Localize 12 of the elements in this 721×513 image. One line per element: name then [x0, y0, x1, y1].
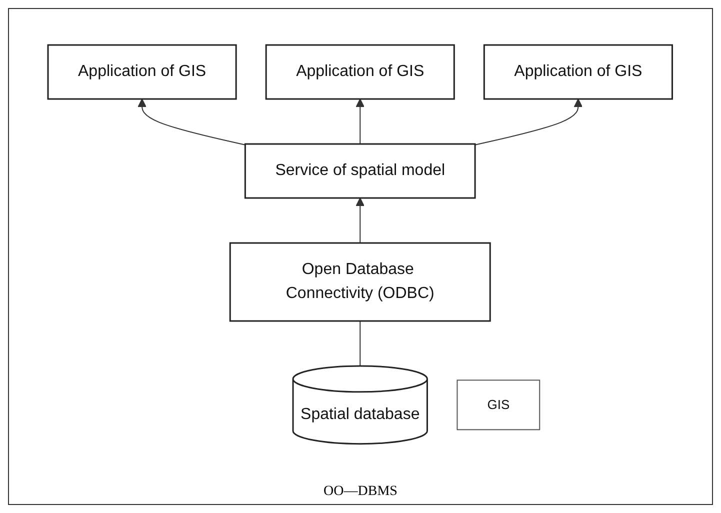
arrow [356, 198, 365, 244]
arrow [474, 98, 583, 146]
node-box: Application of GIS [48, 44, 238, 100]
node-box: Application of GIS [266, 44, 456, 100]
node-box: Open Database Connectivity (ODBC) [230, 242, 492, 322]
node-box: Service of spatial model [244, 143, 476, 199]
connector [360, 320, 361, 367]
node-caption: OO—DBMS [324, 484, 398, 499]
node-box: Application of GIS [484, 44, 674, 100]
node-box: GIS [457, 380, 540, 430]
arrow [138, 98, 246, 146]
arrow [356, 98, 365, 145]
